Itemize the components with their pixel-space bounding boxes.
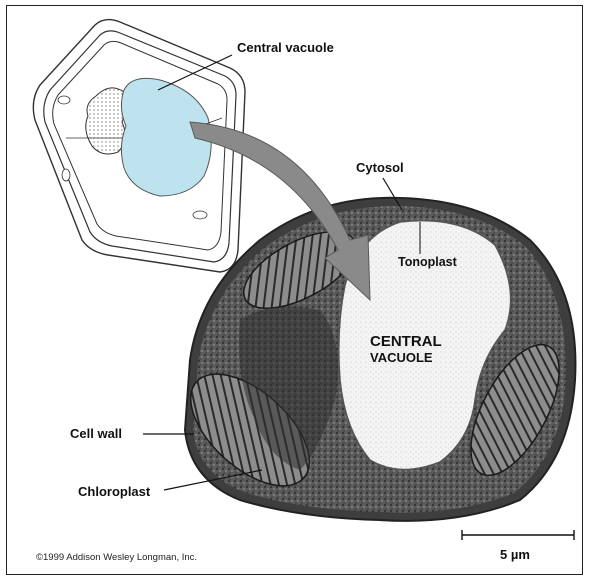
label-central-vacuole-caps-1: CENTRAL	[370, 333, 442, 350]
copyright-text: ©1999 Addison Wesley Longman, Inc.	[36, 552, 197, 563]
label-cell-wall: Cell wall	[70, 426, 122, 441]
cell-line-drawing	[33, 20, 245, 272]
label-central-vacuole-caps-2: VACUOLE	[370, 350, 433, 365]
label-cytosol: Cytosol	[356, 160, 404, 175]
label-central-vacuole: Central vacuole	[237, 40, 334, 55]
label-chloroplast: Chloroplast	[78, 484, 151, 499]
label-tonoplast: Tonoplast	[398, 255, 458, 269]
scale-bar-label: 5 µm	[500, 547, 530, 562]
scale-bar: 5 µm	[462, 530, 574, 562]
